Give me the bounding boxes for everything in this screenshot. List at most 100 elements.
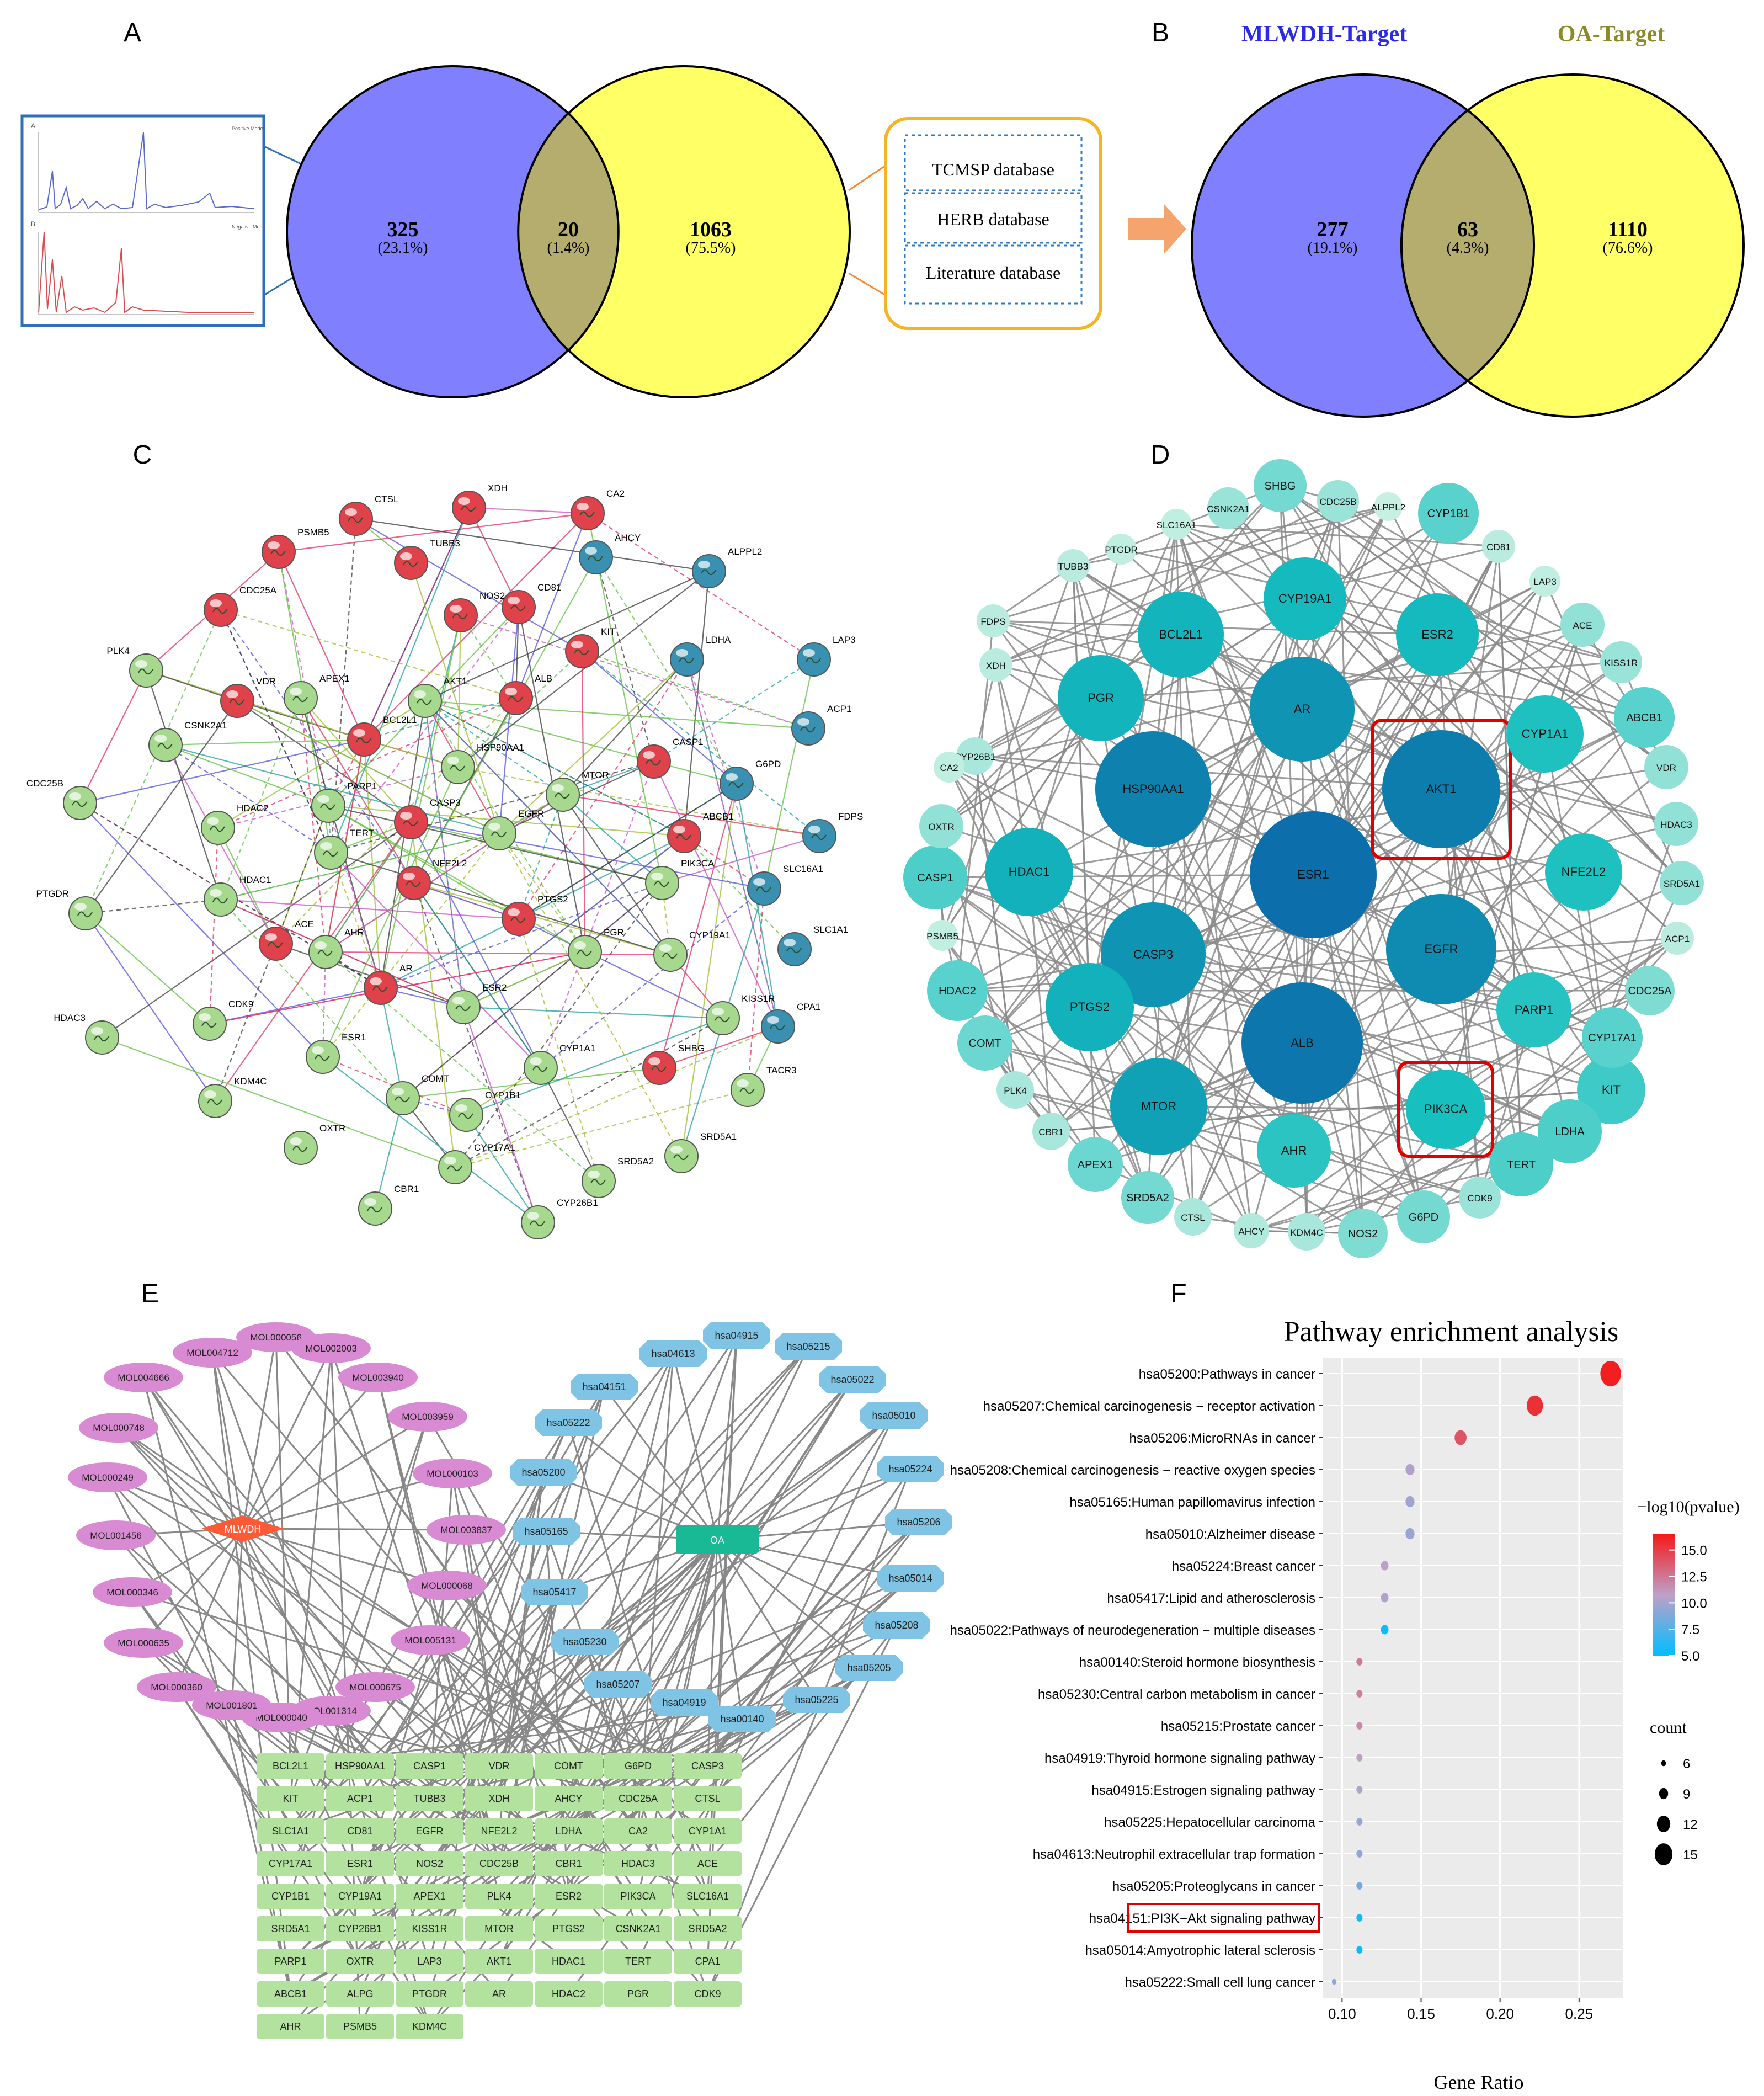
hub-node-akt1[interactable]: AKT1	[1371, 719, 1512, 860]
gene-box-abcb1[interactable]: ABCB1	[257, 1981, 324, 2007]
gene-box-hdac3[interactable]: HDAC3	[604, 1851, 672, 1876]
string-node-cyp26b1[interactable]: CYP26B1	[521, 1198, 598, 1239]
hub-node-hdac3[interactable]: HDAC3	[1654, 802, 1698, 846]
gene-box-tert[interactable]: TERT	[604, 1949, 672, 1974]
gene-box-slc16a1[interactable]: SLC16A1	[674, 1884, 742, 1909]
gene-box-cyp1a1[interactable]: CYP1A1	[674, 1818, 742, 1844]
pathway-node-hsa05014[interactable]: hsa05014	[877, 1565, 944, 1592]
pathway-node-hsa05165[interactable]: hsa05165	[513, 1518, 580, 1545]
molecule-node-mol000346[interactable]: MOL000346	[93, 1577, 172, 1607]
string-node-casp3[interactable]: CASP3	[394, 797, 461, 839]
string-node-alb[interactable]: ALB	[499, 673, 552, 715]
hub-node-cdc25b[interactable]: CDC25B	[1317, 480, 1359, 522]
hub-node-alb[interactable]: ALB	[1241, 982, 1363, 1104]
gene-box-oxtr[interactable]: OXTR	[326, 1949, 394, 1974]
string-node-ctsl[interactable]: CTSL	[339, 494, 398, 536]
hub-node-apex1[interactable]: APEX1	[1068, 1137, 1123, 1192]
gene-box-ptgs2[interactable]: PTGS2	[535, 1916, 603, 1941]
gene-box-psmb5[interactable]: PSMB5	[326, 2014, 394, 2039]
gene-box-comt[interactable]: COMT	[535, 1753, 603, 1779]
string-node-fdps[interactable]: FDPS	[802, 811, 863, 853]
hub-node-bcl2l1[interactable]: BCL2L1	[1138, 592, 1224, 678]
hub-node-esr2[interactable]: ESR2	[1396, 593, 1479, 676]
gene-box-casp3[interactable]: CASP3	[674, 1753, 742, 1779]
hub-node-parp1[interactable]: PARP1	[1496, 972, 1571, 1047]
string-node-slc1a1[interactable]: SLC1A1	[777, 924, 848, 966]
hub-node-srd5a2[interactable]: SRD5A2	[1121, 1171, 1174, 1224]
hub-node-comt[interactable]: COMT	[957, 1015, 1012, 1071]
pathway-node-hsa05222[interactable]: hsa05222	[535, 1409, 602, 1436]
gene-box-hdac1[interactable]: HDAC1	[535, 1949, 603, 1974]
hub-node-hdac2[interactable]: HDAC2	[927, 960, 988, 1021]
string-node-lap3[interactable]: LAP3	[797, 635, 856, 677]
molecule-node-mol005131[interactable]: MOL005131	[391, 1625, 470, 1655]
gene-box-cyp19a1[interactable]: CYP19A1	[326, 1884, 394, 1909]
hub-node-tert[interactable]: TERT	[1489, 1132, 1553, 1196]
string-node-tacr3[interactable]: TACR3	[731, 1065, 796, 1107]
hub-node-casp1[interactable]: CASP1	[903, 845, 967, 909]
gene-box-cdk9[interactable]: CDK9	[674, 1981, 742, 2007]
hub-node-egfr[interactable]: EGFR	[1386, 894, 1496, 1004]
molecule-node-mol001801[interactable]: MOL001801	[192, 1690, 271, 1720]
string-node-cyp1b1[interactable]: CYP1B1	[449, 1090, 521, 1132]
hub-node-shbg[interactable]: SHBG	[1254, 459, 1307, 512]
hub-node-cyp19a1[interactable]: CYP19A1	[1264, 557, 1346, 640]
hub-node-g6pd[interactable]: G6PD	[1397, 1190, 1450, 1243]
string-node-cd81[interactable]: CD81	[502, 582, 561, 624]
string-node-slc16a1[interactable]: SLC16A1	[747, 864, 823, 906]
molecule-node-mol000675[interactable]: MOL000675	[335, 1672, 415, 1702]
string-node-cdk9[interactable]: CDK9	[193, 999, 253, 1041]
gene-box-kiss1r[interactable]: KISS1R	[396, 1916, 463, 1941]
hub-node-ca2[interactable]: CA2	[934, 752, 964, 783]
string-node-cyp19a1[interactable]: CYP19A1	[653, 930, 731, 972]
gene-box-mtor[interactable]: MTOR	[465, 1916, 533, 1941]
gene-box-pgr[interactable]: PGR	[604, 1981, 672, 2007]
string-node-cyp17a1[interactable]: CYP17A1	[438, 1142, 515, 1184]
gene-box-lap3[interactable]: LAP3	[396, 1949, 463, 1974]
gene-box-apex1[interactable]: APEX1	[396, 1884, 463, 1909]
string-node-csnk2a1[interactable]: CSNK2A1	[148, 720, 227, 762]
string-node-hdac1[interactable]: HDAC1	[204, 875, 271, 917]
string-node-esr2[interactable]: ESR2	[446, 982, 507, 1024]
hub-node-cdk9[interactable]: CDK9	[1459, 1177, 1501, 1219]
hub-node-kit[interactable]: KIT	[1577, 1056, 1645, 1124]
string-node-ldha[interactable]: LDHA	[670, 635, 731, 677]
pathway-node-hsa05225[interactable]: hsa05225	[783, 1687, 850, 1713]
string-node-pgr[interactable]: PGR	[568, 927, 624, 969]
gene-box-cdc25b[interactable]: CDC25B	[465, 1851, 533, 1876]
hub-node-hdac1[interactable]: HDAC1	[985, 828, 1073, 916]
hub-node-cyp17a1[interactable]: CYP17A1	[1582, 1007, 1643, 1068]
pathway-node-hsa05417[interactable]: hsa05417	[521, 1579, 588, 1605]
molecule-node-mol000068[interactable]: MOL000068	[407, 1571, 487, 1600]
hub-node-esr1[interactable]: ESR1	[1250, 811, 1377, 938]
hub-node-plk4[interactable]: PLK4	[996, 1071, 1034, 1109]
hub-node-srd5a1[interactable]: SRD5A1	[1660, 861, 1704, 905]
pathway-node-hsa05206[interactable]: hsa05206	[885, 1509, 952, 1535]
hub-node-nos2[interactable]: NOS2	[1338, 1209, 1388, 1258]
hub-node-kdm4c[interactable]: KDM4C	[1288, 1213, 1325, 1251]
gene-box-xdh[interactable]: XDH	[465, 1786, 533, 1811]
pathway-node-hsa05208[interactable]: hsa05208	[863, 1612, 930, 1639]
gene-box-ahcy[interactable]: AHCY	[535, 1786, 603, 1811]
string-node-kdm4c[interactable]: KDM4C	[198, 1076, 267, 1118]
hub-node-casp3[interactable]: CASP3	[1101, 902, 1206, 1007]
string-node-esr1[interactable]: ESR1	[306, 1032, 366, 1074]
gene-box-cpa1[interactable]: CPA1	[674, 1949, 742, 1974]
hub-node-cyp1b1[interactable]: CYP1B1	[1418, 483, 1479, 544]
string-node-g6pd[interactable]: G6PD	[720, 759, 781, 801]
gene-box-csnk2a1[interactable]: CSNK2A1	[604, 1916, 672, 1941]
hub-node-cyp26b1[interactable]: CYP26B1	[955, 737, 996, 775]
string-node-ar[interactable]: AR	[364, 963, 413, 1005]
molecule-node-mol001456[interactable]: MOL001456	[76, 1520, 156, 1550]
string-node-casp1[interactable]: CASP1	[637, 737, 704, 779]
molecule-node-mol000748[interactable]: MOL000748	[79, 1413, 158, 1443]
hub-node-acp1[interactable]: ACP1	[1661, 922, 1694, 955]
hub-node-tubb3[interactable]: TUBB3	[1057, 549, 1090, 582]
gene-box-cd81[interactable]: CD81	[326, 1818, 394, 1844]
gene-box-akt1[interactable]: AKT1	[465, 1949, 533, 1974]
string-node-oxtr[interactable]: OXTR	[284, 1123, 345, 1165]
gene-box-pik3ca[interactable]: PIK3CA	[604, 1884, 672, 1909]
string-node-mtor[interactable]: MTOR	[546, 770, 609, 812]
string-node-ca2[interactable]: CA2	[571, 488, 625, 530]
pathway-node-hsa04919[interactable]: hsa04919	[651, 1689, 718, 1716]
